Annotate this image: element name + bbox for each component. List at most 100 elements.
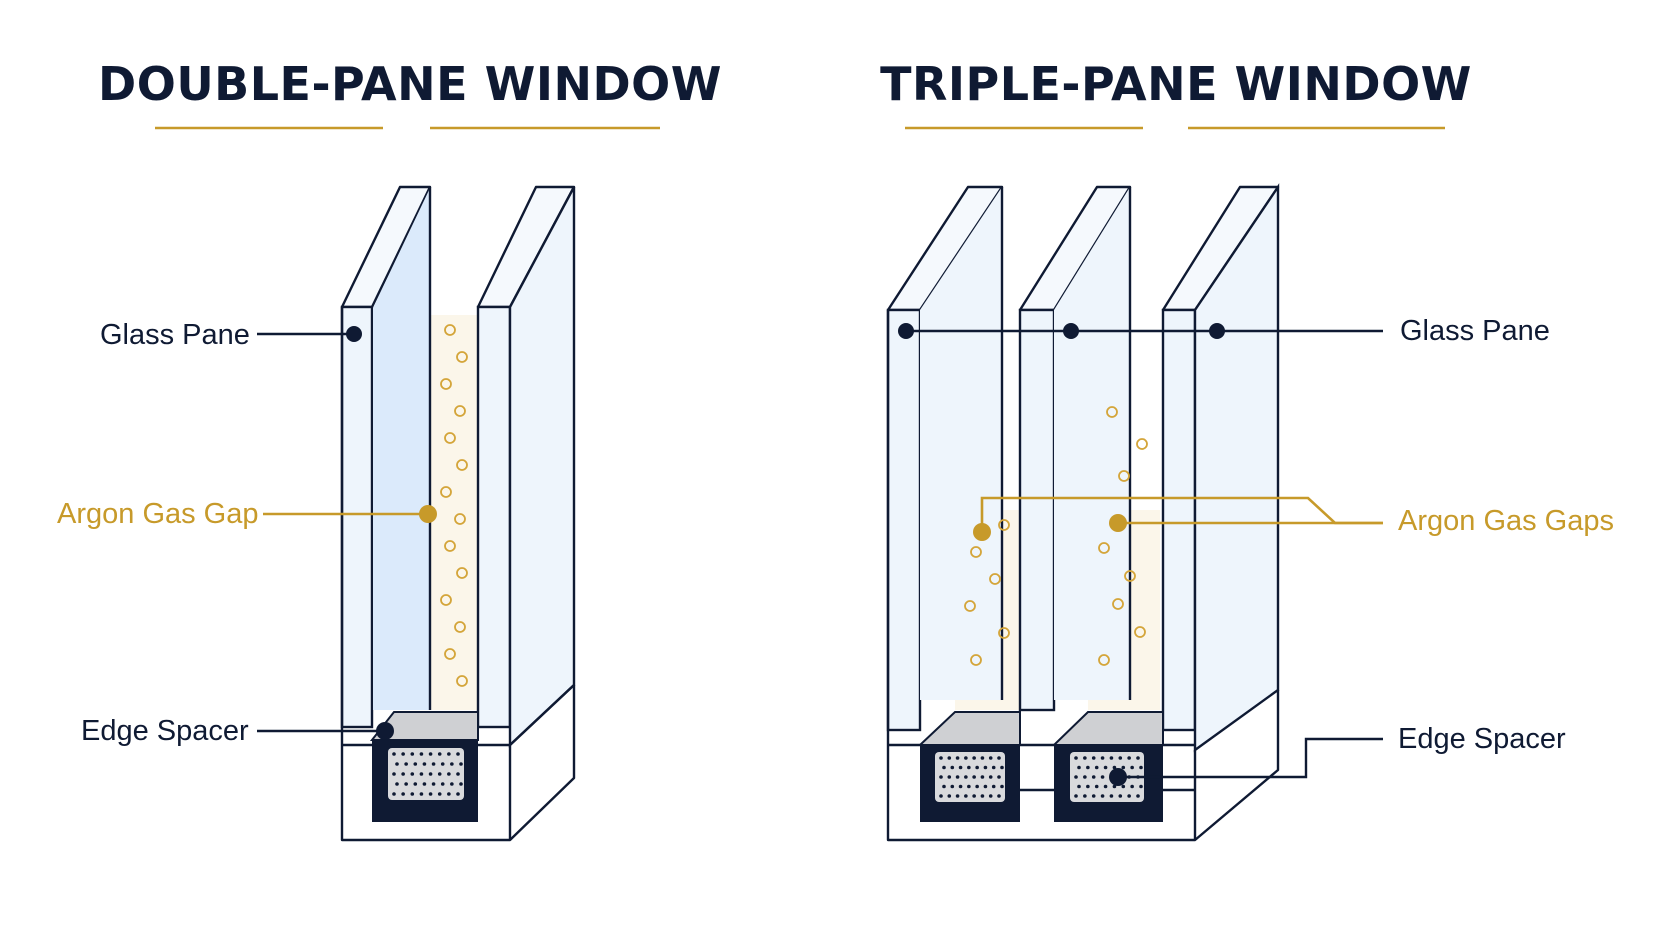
desiccant-dot xyxy=(1109,794,1114,798)
argon-bubble xyxy=(1124,570,1136,582)
double-pane-title: DOUBLE-PANE WINDOW xyxy=(98,57,722,111)
argon-bubble xyxy=(1134,626,1146,638)
desiccant-dot xyxy=(1112,784,1117,789)
desiccant-dot xyxy=(958,784,963,789)
desiccant-dot xyxy=(947,794,952,798)
double-glass-pane-2 xyxy=(476,185,576,748)
desiccant-dot xyxy=(1103,765,1108,770)
argon-bubble xyxy=(998,519,1010,531)
desiccant-dot xyxy=(456,792,460,796)
triple-label-argon-gap: Argon Gas Gaps xyxy=(1398,505,1614,537)
triple-marker-glass-pane-3 xyxy=(1209,323,1225,339)
desiccant-dot xyxy=(392,772,396,776)
desiccant-dot xyxy=(447,752,451,756)
desiccant-dot xyxy=(1086,765,1090,770)
desiccant-dot xyxy=(447,792,451,796)
triple-glass-pane-3 xyxy=(1161,183,1280,753)
desiccant-dot xyxy=(950,765,955,770)
desiccant-dot xyxy=(401,772,405,776)
desiccant-dot xyxy=(972,775,976,779)
argon-bubble xyxy=(1098,542,1110,554)
triple-marker-glass-pane-2 xyxy=(1063,323,1079,339)
desiccant-dot xyxy=(437,772,442,776)
triple-label-glass-pane: Glass Pane xyxy=(1400,315,1550,347)
desiccant-dot xyxy=(1074,775,1078,779)
desiccant-dot xyxy=(1139,784,1143,789)
desiccant-dot xyxy=(1086,784,1090,789)
desiccant-dot xyxy=(1077,765,1081,770)
double-argon-bubbles xyxy=(440,324,468,687)
argon-bubble xyxy=(1106,406,1118,418)
double-glass-pane-1 xyxy=(340,185,432,729)
desiccant-dot xyxy=(395,782,399,786)
desiccant-dot xyxy=(447,772,451,776)
desiccant-dot xyxy=(939,794,943,798)
desiccant-dot xyxy=(1091,794,1096,798)
desiccant-dot xyxy=(437,792,442,796)
desiccant-dot xyxy=(1074,794,1078,798)
triple-marker-glass-pane-1 xyxy=(898,323,914,339)
desiccant-dot xyxy=(955,775,960,779)
desiccant-dot xyxy=(1103,784,1108,789)
desiccant-dot xyxy=(983,765,988,770)
desiccant-dot xyxy=(392,792,396,796)
desiccant-dot xyxy=(1083,756,1087,760)
desiccant-dot xyxy=(983,784,988,789)
desiccant-dot xyxy=(964,756,968,760)
desiccant-dot xyxy=(456,772,460,776)
desiccant-dot xyxy=(1091,756,1096,760)
desiccant-dot xyxy=(1000,765,1004,770)
double-marker-glass-pane xyxy=(346,326,362,342)
desiccant-dot xyxy=(988,794,993,798)
triple-argon-bubbles xyxy=(964,406,1148,666)
desiccant-dot xyxy=(459,762,463,766)
desiccant-dot xyxy=(972,794,976,798)
desiccant-dot xyxy=(1083,794,1087,798)
argon-bubble xyxy=(444,648,456,660)
desiccant-dot xyxy=(431,782,436,786)
double-edge-spacer xyxy=(369,711,479,822)
desiccant-dot xyxy=(419,772,424,776)
desiccant-dot xyxy=(450,782,454,786)
argon-bubble xyxy=(444,540,456,552)
desiccant-dot xyxy=(1127,794,1131,798)
desiccant-dot xyxy=(1136,756,1140,760)
triple-marker-argon-gap-1 xyxy=(973,523,991,541)
desiccant-dot xyxy=(991,765,996,770)
desiccant-dot xyxy=(1083,775,1087,779)
argon-bubble xyxy=(964,600,976,612)
triple-pane-panel: TRIPLE-PANE WINDOW xyxy=(880,57,1614,842)
triple-edge-spacer-1 xyxy=(917,711,1021,822)
triple-glass-pane-2 xyxy=(1018,185,1132,712)
triple-marker-edge-spacer xyxy=(1109,768,1127,786)
desiccant-dot xyxy=(1118,756,1123,760)
desiccant-dot xyxy=(440,782,445,786)
desiccant-dot xyxy=(967,784,971,789)
desiccant-dot xyxy=(942,784,946,789)
desiccant-dot xyxy=(1094,765,1099,770)
desiccant-dot xyxy=(947,756,952,760)
desiccant-dot xyxy=(1100,775,1105,779)
double-label-argon-gap: Argon Gas Gap xyxy=(57,498,259,530)
desiccant-dot xyxy=(1127,756,1131,760)
argon-bubble xyxy=(456,567,468,579)
desiccant-dot xyxy=(392,752,396,756)
argon-bubble xyxy=(1136,438,1148,450)
desiccant-dot xyxy=(1100,756,1105,760)
desiccant-dot xyxy=(413,762,418,766)
desiccant-dot xyxy=(964,775,968,779)
desiccant-dot xyxy=(958,765,963,770)
desiccant-dot xyxy=(1000,784,1004,789)
desiccant-dot xyxy=(1130,784,1134,789)
argon-bubble xyxy=(454,621,466,633)
argon-bubble xyxy=(440,378,452,390)
desiccant-dot xyxy=(988,756,993,760)
desiccant-dot xyxy=(942,765,946,770)
desiccant-dot xyxy=(440,762,445,766)
desiccant-dot xyxy=(410,792,415,796)
desiccant-dot xyxy=(1094,784,1099,789)
desiccant-dot xyxy=(1121,765,1126,770)
argon-bubble xyxy=(1112,598,1124,610)
desiccant-dot xyxy=(997,775,1001,779)
desiccant-dot xyxy=(1139,765,1143,770)
